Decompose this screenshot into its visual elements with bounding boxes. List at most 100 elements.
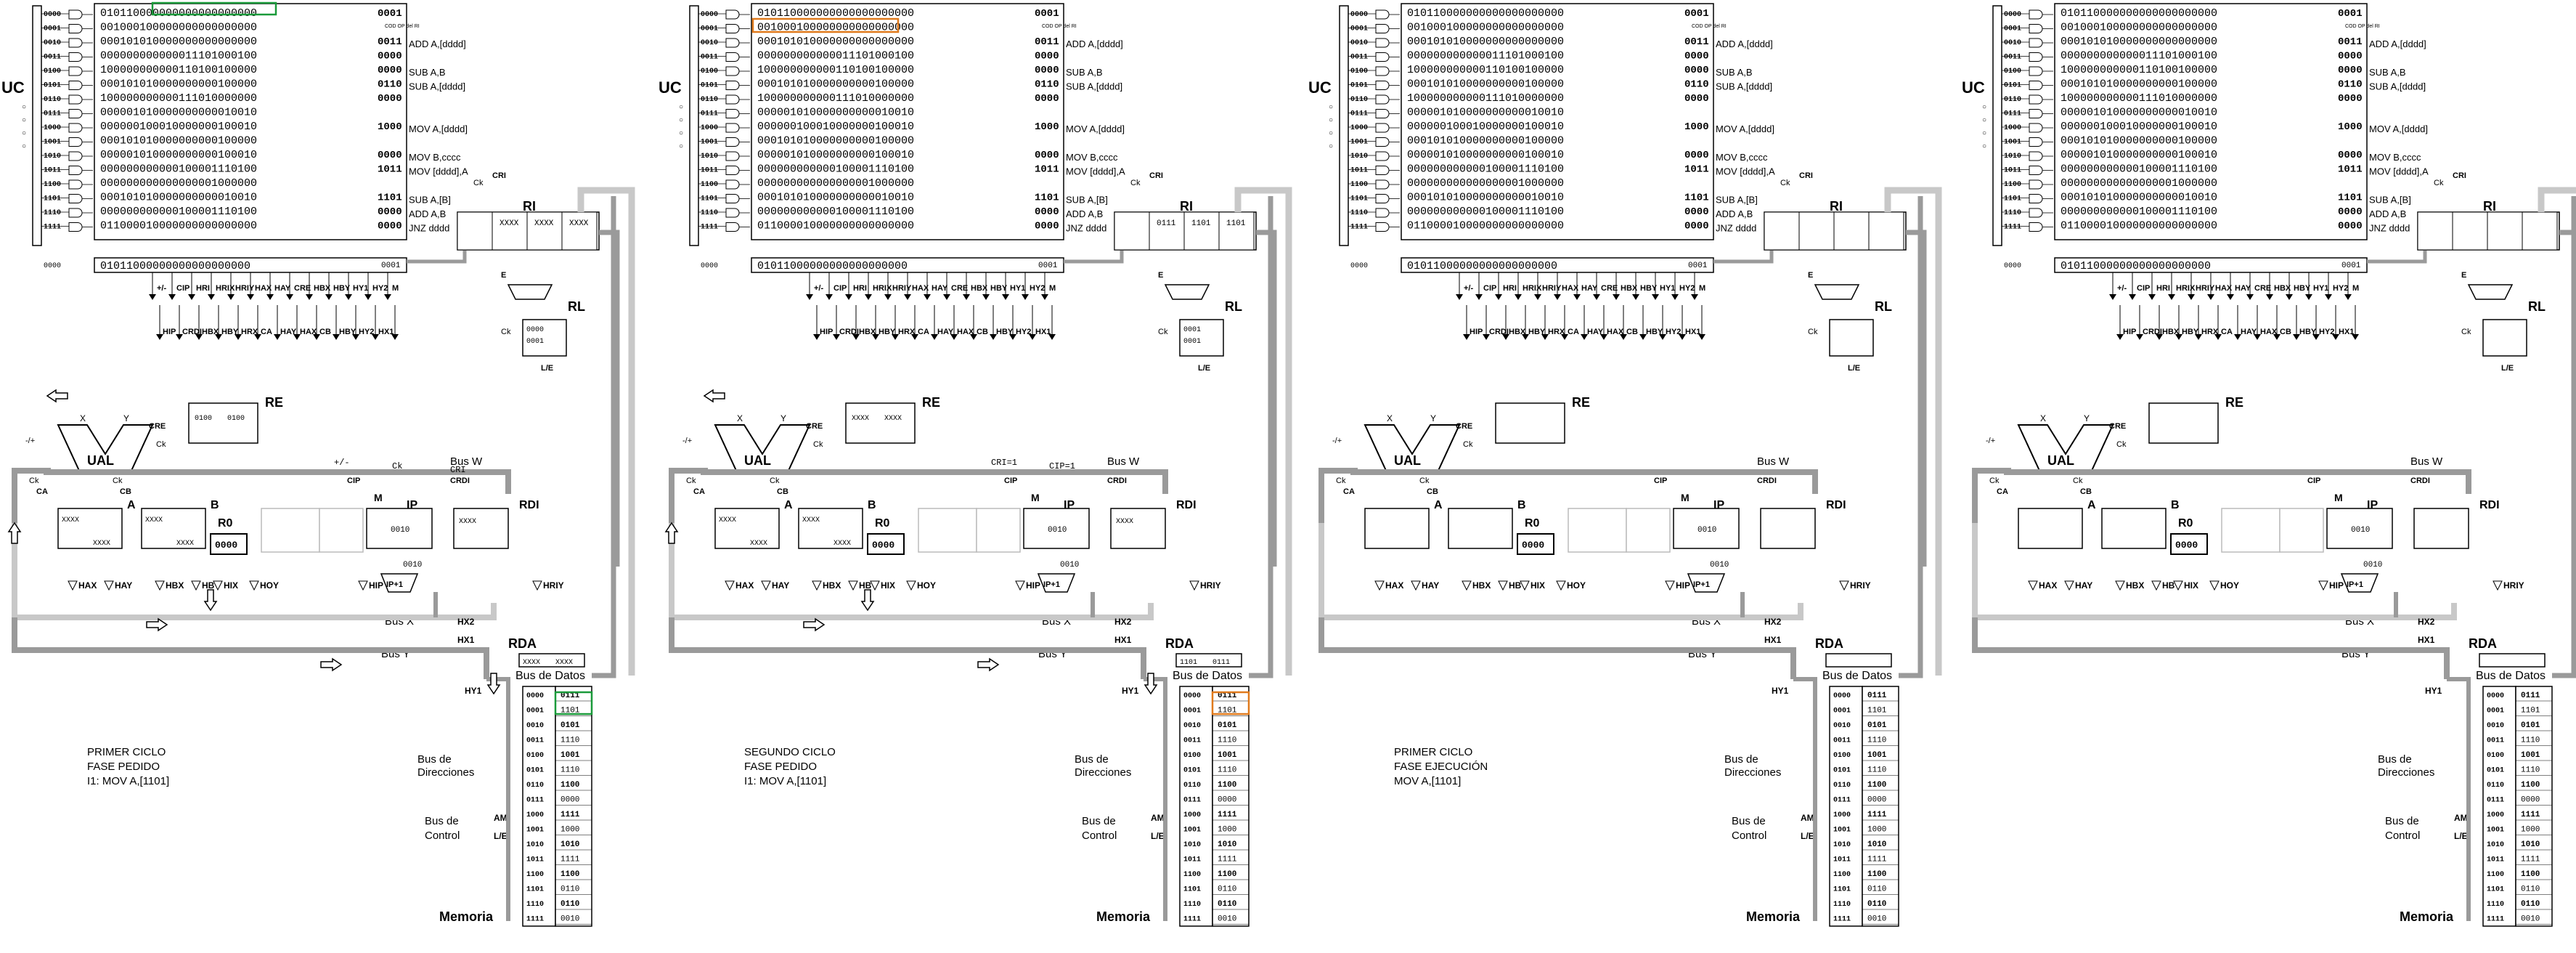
ual-y-label: Y xyxy=(780,413,786,423)
uc-address: 1000 xyxy=(2004,124,2021,132)
ip-enable-label: CIP xyxy=(1004,476,1017,485)
memory-address: 0000 xyxy=(1833,692,1851,700)
and-gate-icon xyxy=(2029,66,2043,76)
memory-content: 1100 xyxy=(2521,781,2540,790)
signal-label-top: HRIY xyxy=(1542,284,1562,293)
register-label: B xyxy=(1517,499,1526,511)
re-clock-label: Ck xyxy=(1463,440,1473,449)
signal-label-bottom: HIP xyxy=(1470,328,1483,336)
uc-address: 0010 xyxy=(44,39,61,47)
uc-opcode: 0001 xyxy=(378,8,402,20)
uc-opcode: 0000 xyxy=(2338,221,2363,232)
uc-address: 0101 xyxy=(2004,82,2021,90)
ri-cell xyxy=(1868,211,1904,251)
uc-microword: 100000000000111010000000 xyxy=(100,92,257,105)
memory-address: 1000 xyxy=(2487,811,2504,819)
ip-incrementer-icon xyxy=(380,573,419,593)
signal-label-top: HAX xyxy=(255,284,272,293)
memory-content: 1000 xyxy=(2521,826,2540,835)
and-gate-icon xyxy=(68,81,83,90)
uc-opcode: 0000 xyxy=(2338,150,2363,161)
selector-dot-icon: ○ xyxy=(1329,142,1333,150)
signal-label-bottom: HIP xyxy=(820,328,833,336)
uc-microword: 000000000000000001000000 xyxy=(100,177,257,190)
ip-inc-label: IP+1 xyxy=(1693,580,1710,589)
uc-microword: 100000000000111010000000 xyxy=(1407,92,1564,105)
arrow-down-icon xyxy=(2344,294,2352,300)
uc-address: 0111 xyxy=(1350,110,1368,118)
uc-output-left: 0000 xyxy=(1350,262,1368,270)
arrow-down-icon xyxy=(2234,334,2241,340)
signal-label-bottom: HBY xyxy=(2182,328,2199,336)
signal-label-bottom: HBY xyxy=(2299,328,2317,336)
hx1-label: HX1 xyxy=(1114,635,1132,645)
ri-cell xyxy=(1218,211,1255,251)
uc-address: 1010 xyxy=(701,153,718,161)
uc-rom xyxy=(94,3,407,240)
arrow-down-icon xyxy=(990,334,997,340)
bus-driver-label: HAY xyxy=(2075,580,2092,591)
re-label: RE xyxy=(2225,395,2243,410)
memory-content: 1101 xyxy=(1867,707,1887,715)
memory-address: 1010 xyxy=(1183,841,1201,849)
signal-label-top: CRE xyxy=(1601,284,1618,293)
and-gate-icon xyxy=(1375,222,1390,232)
and-gate-icon xyxy=(68,137,83,147)
rdi-enable-label: CRDI xyxy=(450,476,470,485)
uc-microword: 100000000000110100100000 xyxy=(1407,64,1564,76)
arrow-down-icon xyxy=(2109,294,2116,300)
uc-mnemonic: MOV A,[dddd] xyxy=(1066,123,1125,134)
uc-microword: 010110000000000000000000 xyxy=(1407,7,1564,20)
bus-w-wire xyxy=(12,468,51,523)
memory-content: 0110 xyxy=(2521,885,2540,894)
bus-datos-label: Bus de Datos xyxy=(1822,670,1892,682)
uc-opcode: 0000 xyxy=(378,221,402,232)
memory-label: Memoria xyxy=(1096,909,1151,924)
signal-label-top: HRIX xyxy=(873,284,892,293)
arrow-down-icon xyxy=(2136,334,2143,340)
uc-microword: 000101010000000000100000 xyxy=(1407,78,1564,91)
uc-address: 0001 xyxy=(2004,25,2021,33)
arrow-down-icon xyxy=(1600,334,1607,340)
memory-content: 0010 xyxy=(2521,915,2540,924)
uc-mnemonic: MOV B,cccc xyxy=(1716,152,1768,163)
rda-value: XXXX xyxy=(523,659,540,667)
memory-content: 0110 xyxy=(1867,885,1886,894)
uc-address: 0000 xyxy=(44,11,61,19)
unused-register xyxy=(918,508,977,553)
bus-driver-label: HAX xyxy=(78,580,97,591)
uc-address: 0111 xyxy=(44,110,61,118)
bus-datos-label: Bus de Datos xyxy=(515,670,585,682)
r0-value: 0000 xyxy=(872,540,894,551)
bus-x-wire xyxy=(1318,523,1803,620)
memory-content: 0010 xyxy=(561,915,579,924)
memory-content: 1000 xyxy=(1867,826,1886,835)
bus-driver-label: HRIY xyxy=(543,580,564,591)
rda-label: RDA xyxy=(1165,636,1194,651)
register-enable-label: CB xyxy=(120,487,131,496)
memory-address: 0110 xyxy=(1833,782,1851,790)
signal-label-bottom: HBX xyxy=(1509,328,1526,336)
and-gate-icon xyxy=(1375,151,1390,161)
uc-mnemonic: SUB A,[B] xyxy=(409,195,451,206)
uc-mnemonic: SUB A,[B] xyxy=(2369,195,2411,206)
uc-microword: 000101010000000000100000 xyxy=(757,135,914,147)
uc-output-text: 01011000000000000000000 xyxy=(757,260,908,272)
register-clock-label: Ck xyxy=(770,476,780,485)
signal-label-top: CIP xyxy=(176,284,189,293)
signal-label-top: HRIY xyxy=(2196,284,2215,293)
memory-address: 0001 xyxy=(2487,707,2504,715)
selector-dot-icon: ○ xyxy=(679,116,683,124)
re-enable-label: CRE xyxy=(2109,422,2126,431)
uc-microword: 000000000000100001110100 xyxy=(100,163,257,176)
arrow-down-icon xyxy=(293,334,301,340)
arrow-down-icon xyxy=(2246,294,2254,300)
rdi-register xyxy=(1760,508,1816,549)
uc-rom xyxy=(1401,3,1714,240)
arrow-down-icon xyxy=(208,294,215,300)
ri-cell xyxy=(1833,211,1870,251)
ip-register xyxy=(1673,508,1740,549)
uc-output-right: 0001 xyxy=(2341,261,2361,270)
and-gate-icon xyxy=(725,166,740,175)
